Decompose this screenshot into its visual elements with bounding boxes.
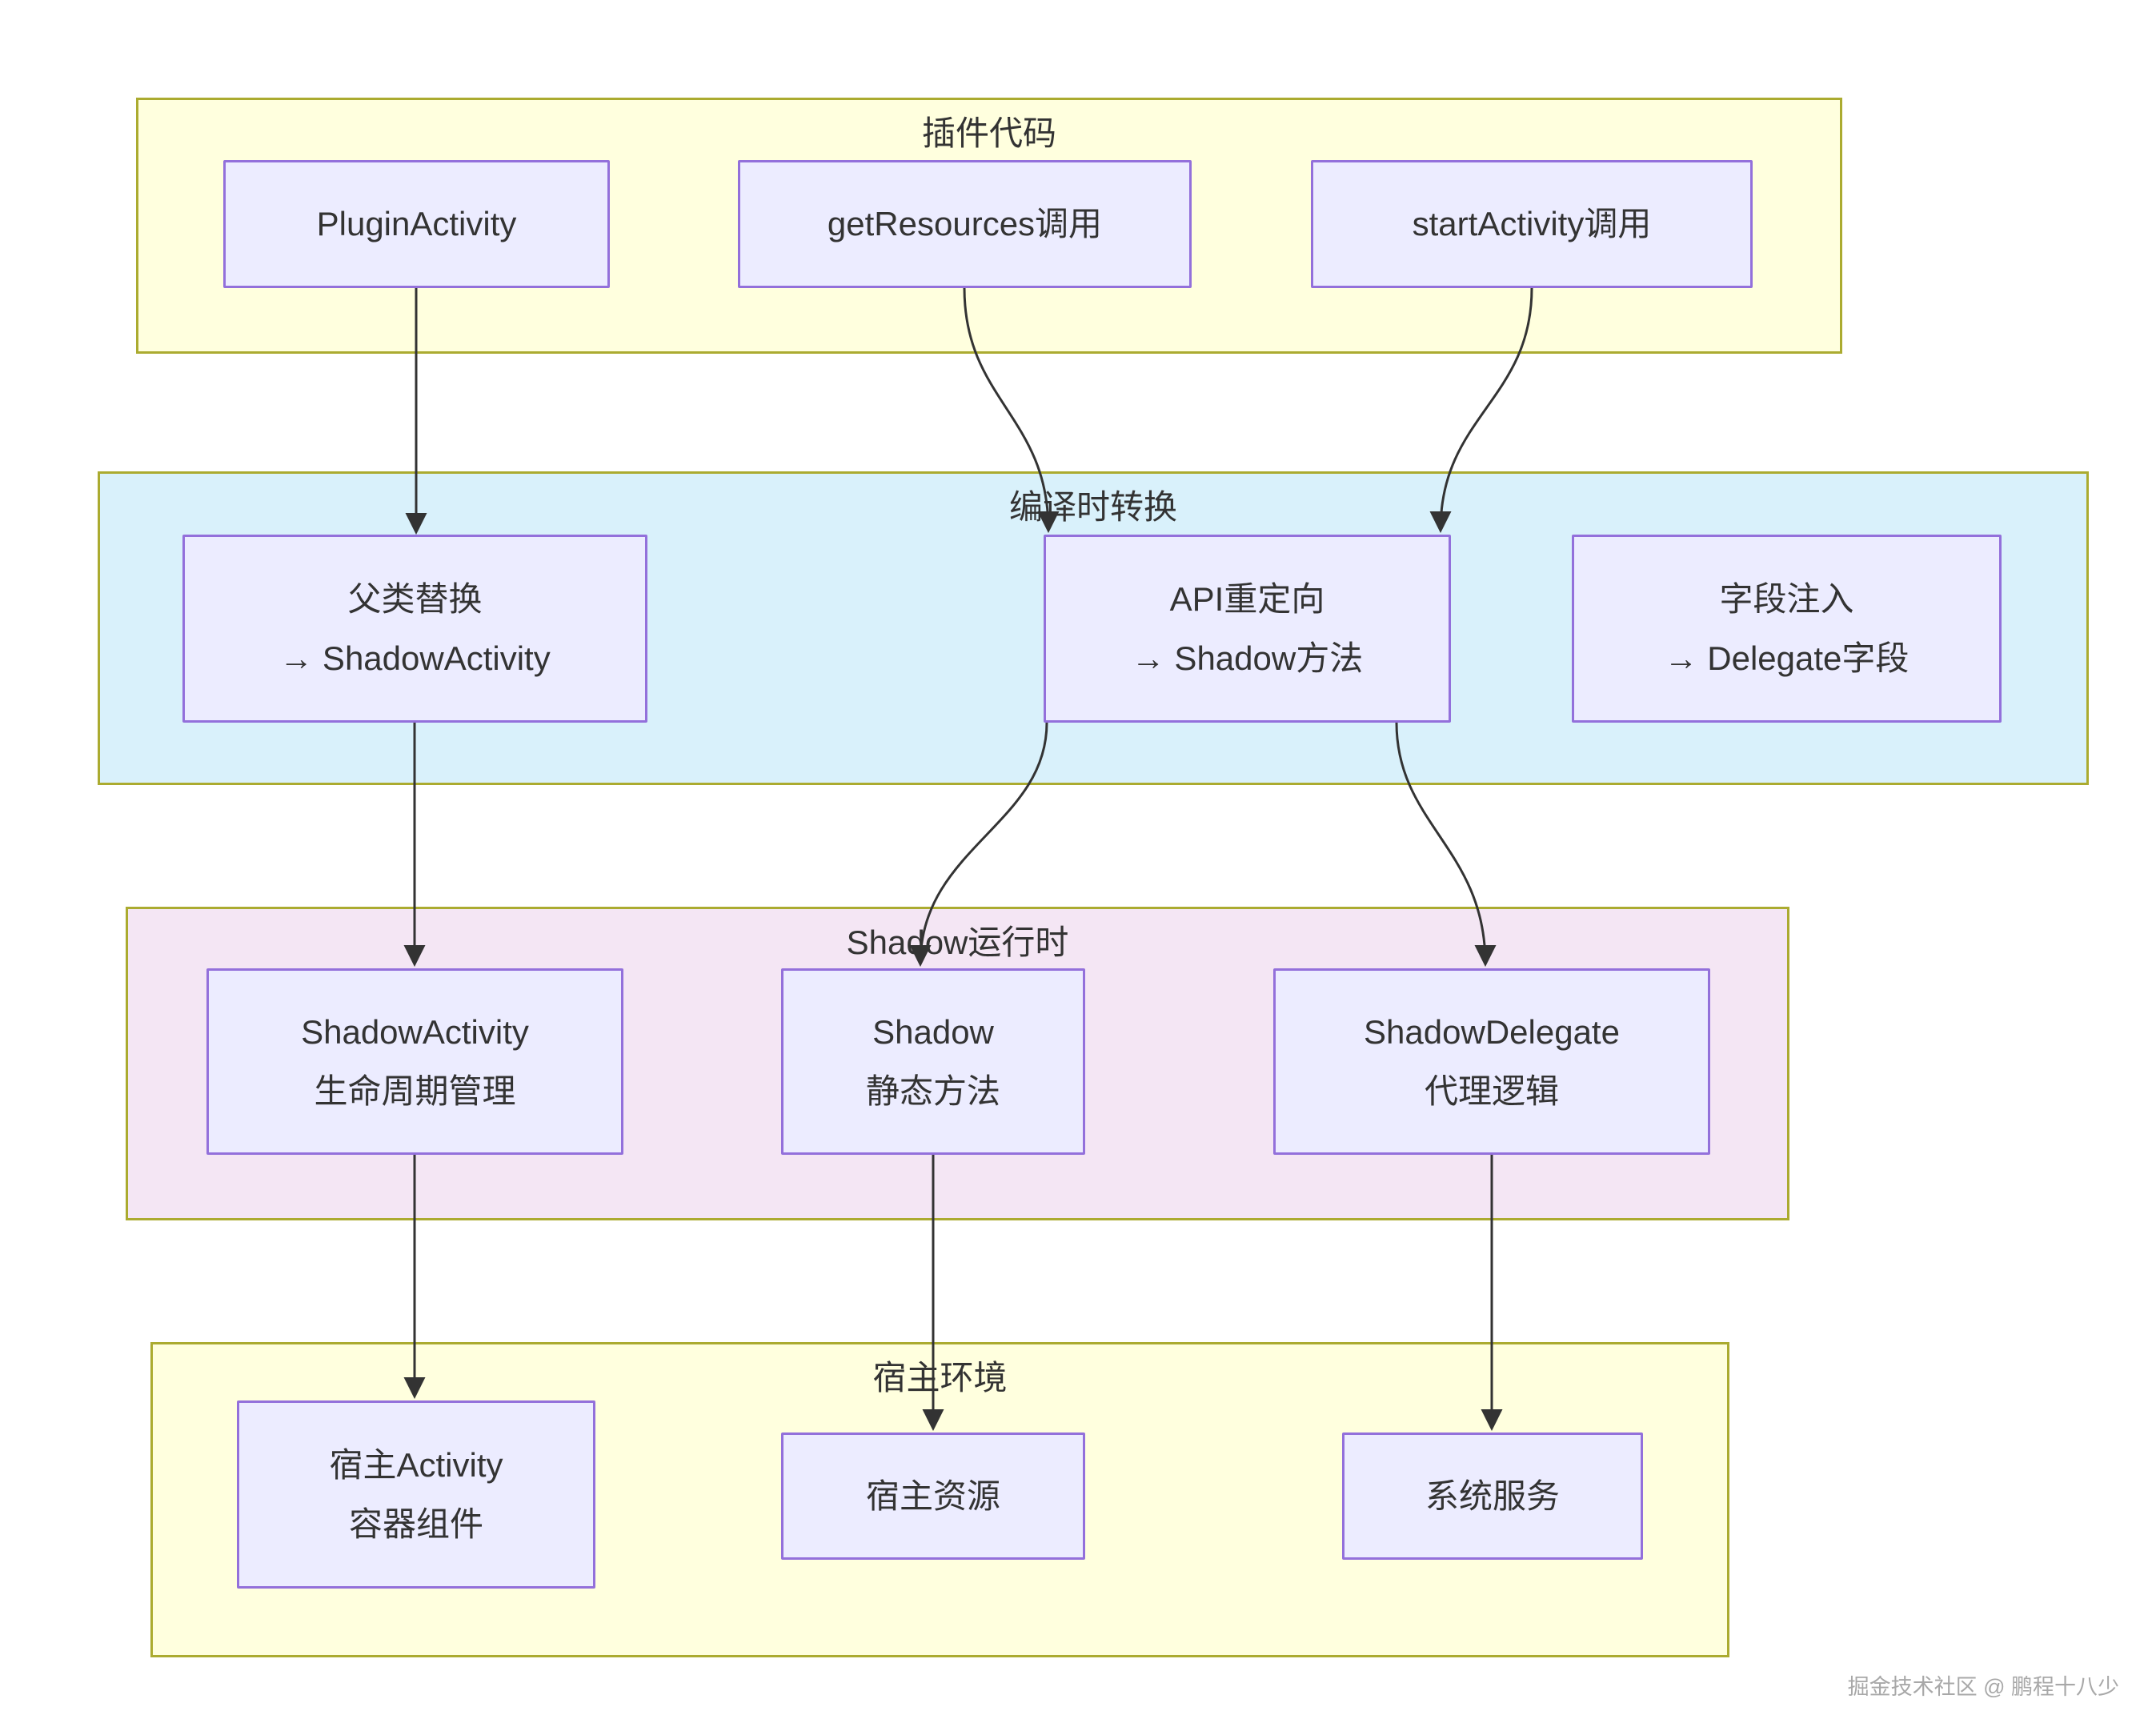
watermark: 掘金技术社区 @ 鹏程十八少 (1847, 1675, 2119, 1699)
node-plugin-activity: PluginActivity (223, 160, 610, 288)
node-shadow-activity-line1: ShadowActivity (301, 1013, 529, 1051)
node-superclass-replace-line1: 父类替换 (347, 580, 483, 618)
band-shadow-runtime-title: Shadow运行时 (846, 924, 1069, 961)
node-shadow-delegate-line2: 代理逻辑 (1424, 1072, 1559, 1110)
node-shadow-activity: ShadowActivity 生命周期管理 (206, 968, 623, 1155)
band-host-env-title: 宿主环境 (872, 1359, 1008, 1396)
node-host-activity-line2: 容器组件 (348, 1505, 483, 1543)
node-api-redirect-line1: API重定向 (1169, 580, 1325, 618)
node-shadow-activity-line2: 生命周期管理 (314, 1072, 516, 1110)
node-start-activity: startActivity调用 (1311, 160, 1753, 288)
node-field-inject: 字段注入 → Delegate字段 (1572, 535, 2002, 723)
node-field-inject-line1: 字段注入 (1719, 580, 1854, 618)
node-get-resources: getResources调用 (738, 160, 1192, 288)
node-shadow-static: Shadow 静态方法 (781, 968, 1085, 1155)
node-host-resources: 宿主资源 (781, 1432, 1085, 1560)
node-start-activity-label: startActivity调用 (1412, 205, 1652, 243)
node-shadow-delegate: ShadowDelegate 代理逻辑 (1273, 968, 1710, 1155)
node-shadow-static-line2: 静态方法 (865, 1072, 1000, 1110)
node-superclass-replace: 父类替换 → ShadowActivity (182, 535, 647, 723)
node-superclass-replace-line2: → ShadowActivity (279, 639, 551, 677)
node-shadow-static-line1: Shadow (872, 1013, 994, 1051)
node-plugin-activity-label: PluginActivity (316, 205, 517, 243)
node-system-services: 系统服务 (1342, 1432, 1643, 1560)
node-host-activity-line1: 宿主Activity (329, 1446, 503, 1484)
node-field-inject-line2: → Delegate字段 (1664, 639, 1910, 677)
node-host-activity: 宿主Activity 容器组件 (237, 1400, 595, 1589)
band-compile-transform-title: 编译时转换 (1008, 488, 1177, 526)
node-host-resources-label: 宿主资源 (865, 1477, 1000, 1515)
band-plugin-code-title: 插件代码 (921, 114, 1056, 152)
node-api-redirect-line2: → Shadow方法 (1131, 639, 1364, 677)
node-shadow-delegate-line1: ShadowDelegate (1364, 1013, 1620, 1051)
node-system-services-label: 系统服务 (1425, 1477, 1560, 1515)
node-api-redirect: API重定向 → Shadow方法 (1044, 535, 1451, 723)
node-get-resources-label: getResources调用 (827, 205, 1103, 243)
